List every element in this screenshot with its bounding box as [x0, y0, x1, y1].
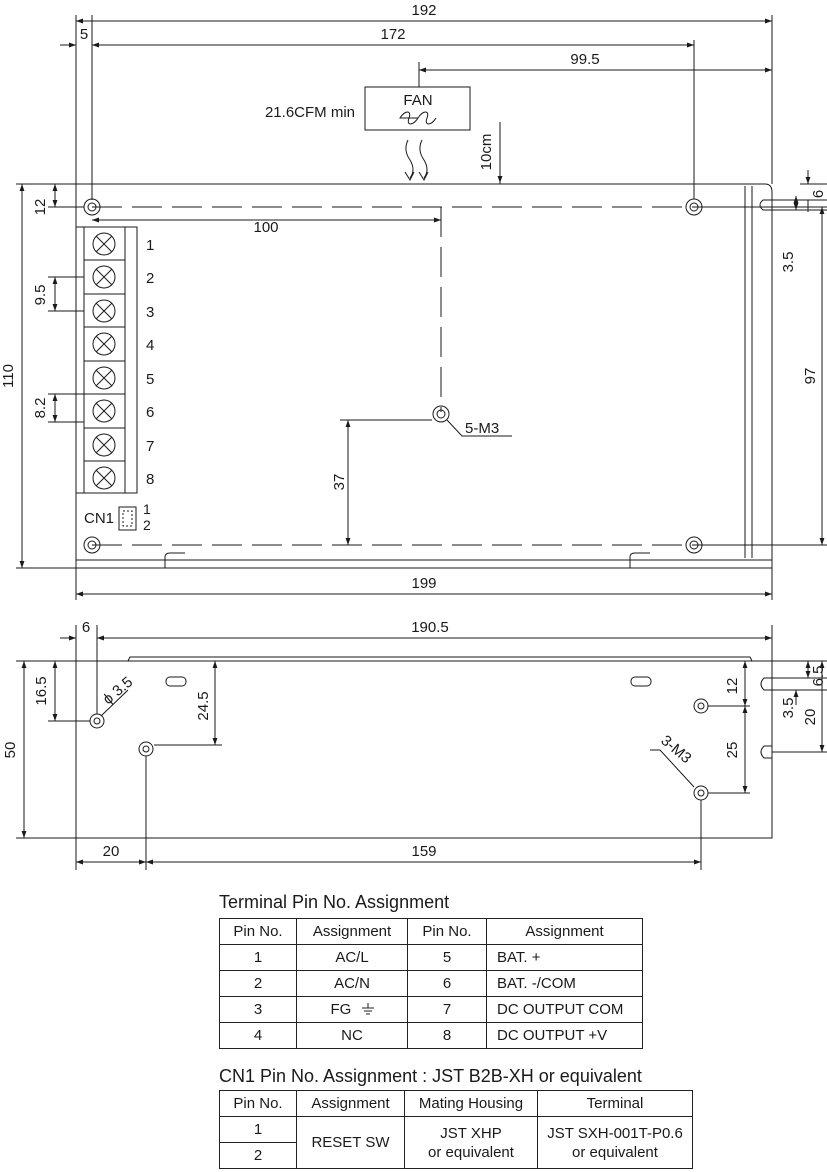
assignment-cell: FG — [296, 996, 408, 1023]
dim-159: 159 — [411, 843, 436, 860]
mount-label-5m3: 5-M3 — [465, 420, 499, 437]
pin-cell: 1 — [219, 944, 297, 971]
table-row: 1 AC/L 5 BAT. + — [219, 944, 643, 971]
dim-hole-diameter: ϕ 3.5 — [100, 674, 137, 709]
terminal-line: JST SXH-001T-P0.6 — [547, 1124, 683, 1142]
dim-3-5-side: 3.5 — [780, 698, 797, 719]
table-row: 2 — [219, 1142, 693, 1169]
pin-cell: 2 — [219, 970, 297, 997]
terminal-screws — [84, 232, 125, 490]
fan-label: FAN — [403, 92, 432, 109]
cn1-table-title: CN1 Pin No. Assignment : JST B2B-XH or e… — [219, 1066, 642, 1086]
housing-cell: JST XHP or equivalent — [404, 1116, 538, 1169]
dim-100: 100 — [253, 219, 278, 236]
airflow-label: 21.6CFM min — [265, 104, 355, 121]
assignment-cell: DC OUTPUT +V — [486, 1022, 643, 1049]
dim-97: 97 — [802, 368, 819, 385]
dim-16-5: 16.5 — [33, 676, 50, 705]
fan-box — [364, 86, 471, 131]
terminal-number: 2 — [146, 270, 154, 287]
pin-cell: 6 — [407, 970, 487, 997]
dim-110: 110 — [0, 364, 17, 388]
dim-10cm: 10cm — [478, 134, 495, 171]
header-cell: Assignment — [486, 918, 643, 945]
dim-192: 192 — [411, 2, 436, 19]
table-header-row: Pin No. Assignment Pin No. Assignment — [219, 918, 643, 945]
header-cell: Pin No. — [219, 918, 297, 945]
terminal-table-title: Terminal Pin No. Assignment — [219, 892, 450, 912]
pin-cell: 4 — [219, 1022, 297, 1049]
pin-cell: 8 — [407, 1022, 487, 1049]
header-cell: Assignment — [296, 918, 408, 945]
dim-6-side: 6 — [82, 619, 90, 636]
header-cell: Mating Housing — [404, 1090, 538, 1117]
terminal-number: 3 — [146, 304, 154, 321]
terminal-number: 1 — [146, 237, 154, 254]
dim-12-top: 12 — [32, 199, 49, 216]
assignment-cell: BAT. + — [486, 944, 643, 971]
table-row: 1 RESET SW JST XHP or equivalent JST SXH… — [219, 1116, 693, 1169]
cn1-pin: 1 — [143, 501, 151, 517]
side-holes — [89, 698, 709, 801]
assignment-cell: DC OUTPUT COM — [486, 996, 643, 1023]
dim-6-5: 6.5 — [810, 666, 827, 687]
side-view-outline — [75, 660, 773, 839]
fan-symbol-icon — [399, 111, 437, 125]
mounting-hole-icon — [83, 198, 703, 554]
cn1-label: CN1 — [84, 510, 114, 527]
dim-12-side: 12 — [724, 678, 741, 695]
cn1-table: Pin No. Assignment Mating Housing Termin… — [219, 1090, 693, 1169]
table-row: 2 AC/N 6 BAT. -/COM — [219, 970, 643, 997]
dim-37: 37 — [331, 474, 348, 491]
terminal-number: 8 — [146, 471, 154, 488]
pin-cell: 1 — [219, 1116, 297, 1143]
assignment-cell: NC — [296, 1022, 408, 1049]
terminal-number: 6 — [146, 404, 154, 421]
dim-5: 5 — [80, 26, 88, 43]
ground-icon — [361, 1003, 374, 1015]
dim-20-side: 20 — [802, 709, 819, 726]
terminal-number: 5 — [146, 371, 154, 388]
pin-cell: 7 — [407, 996, 487, 1023]
mount-label-3m3: 3-M3 — [657, 732, 694, 767]
header-cell: Terminal — [537, 1090, 693, 1117]
dim-20-bottom: 20 — [103, 843, 120, 860]
assignment-cell: RESET SW — [296, 1116, 405, 1169]
header-cell: Assignment — [296, 1090, 405, 1117]
terminal-number: 7 — [146, 438, 154, 455]
table-row: 3 FG 7 DC OUTPUT COM — [219, 996, 643, 1023]
pin-cell: 3 — [219, 996, 297, 1023]
dim-9-5: 9.5 — [32, 285, 49, 306]
pin-cell: 2 — [219, 1142, 297, 1169]
assignment-cell: AC/N — [296, 970, 408, 997]
cn1-pin: 2 — [143, 517, 151, 533]
dim-199: 199 — [411, 575, 436, 592]
dim-24-5: 24.5 — [195, 691, 212, 720]
cn1-connector-icon — [118, 506, 137, 531]
terminal-cell: JST SXH-001T-P0.6 or equivalent — [537, 1116, 693, 1169]
pin-cell: 5 — [407, 944, 487, 971]
dim-190-5: 190.5 — [411, 619, 449, 636]
dim-50: 50 — [2, 742, 19, 759]
assignment-text: FG — [330, 1001, 352, 1018]
housing-line: or equivalent — [428, 1143, 514, 1161]
mechanical-drawing: 192 172 5 99.5 FAN 21.6CFM min 10cm 100 … — [0, 2, 827, 870]
table-row: 4 NC 8 DC OUTPUT +V — [219, 1022, 643, 1049]
housing-line: JST XHP — [440, 1124, 502, 1142]
dim-172: 172 — [380, 26, 405, 43]
terminal-line: or equivalent — [572, 1143, 658, 1161]
assignment-cell: BAT. -/COM — [486, 970, 643, 997]
terminal-table: Pin No. Assignment Pin No. Assignment 1 … — [219, 918, 643, 1049]
terminal-number: 4 — [146, 337, 154, 354]
dim-25: 25 — [724, 742, 741, 759]
table-header-row: Pin No. Assignment Mating Housing Termin… — [219, 1090, 693, 1117]
dim-99-5: 99.5 — [570, 51, 599, 68]
dim-8-2: 8.2 — [32, 398, 49, 419]
top-view-outline — [75, 183, 773, 569]
header-cell: Pin No. — [219, 1090, 297, 1117]
dim-6-top: 6 — [810, 190, 827, 198]
dim-3-5-top: 3.5 — [780, 252, 797, 273]
header-cell: Pin No. — [407, 918, 487, 945]
assignment-cell: AC/L — [296, 944, 408, 971]
